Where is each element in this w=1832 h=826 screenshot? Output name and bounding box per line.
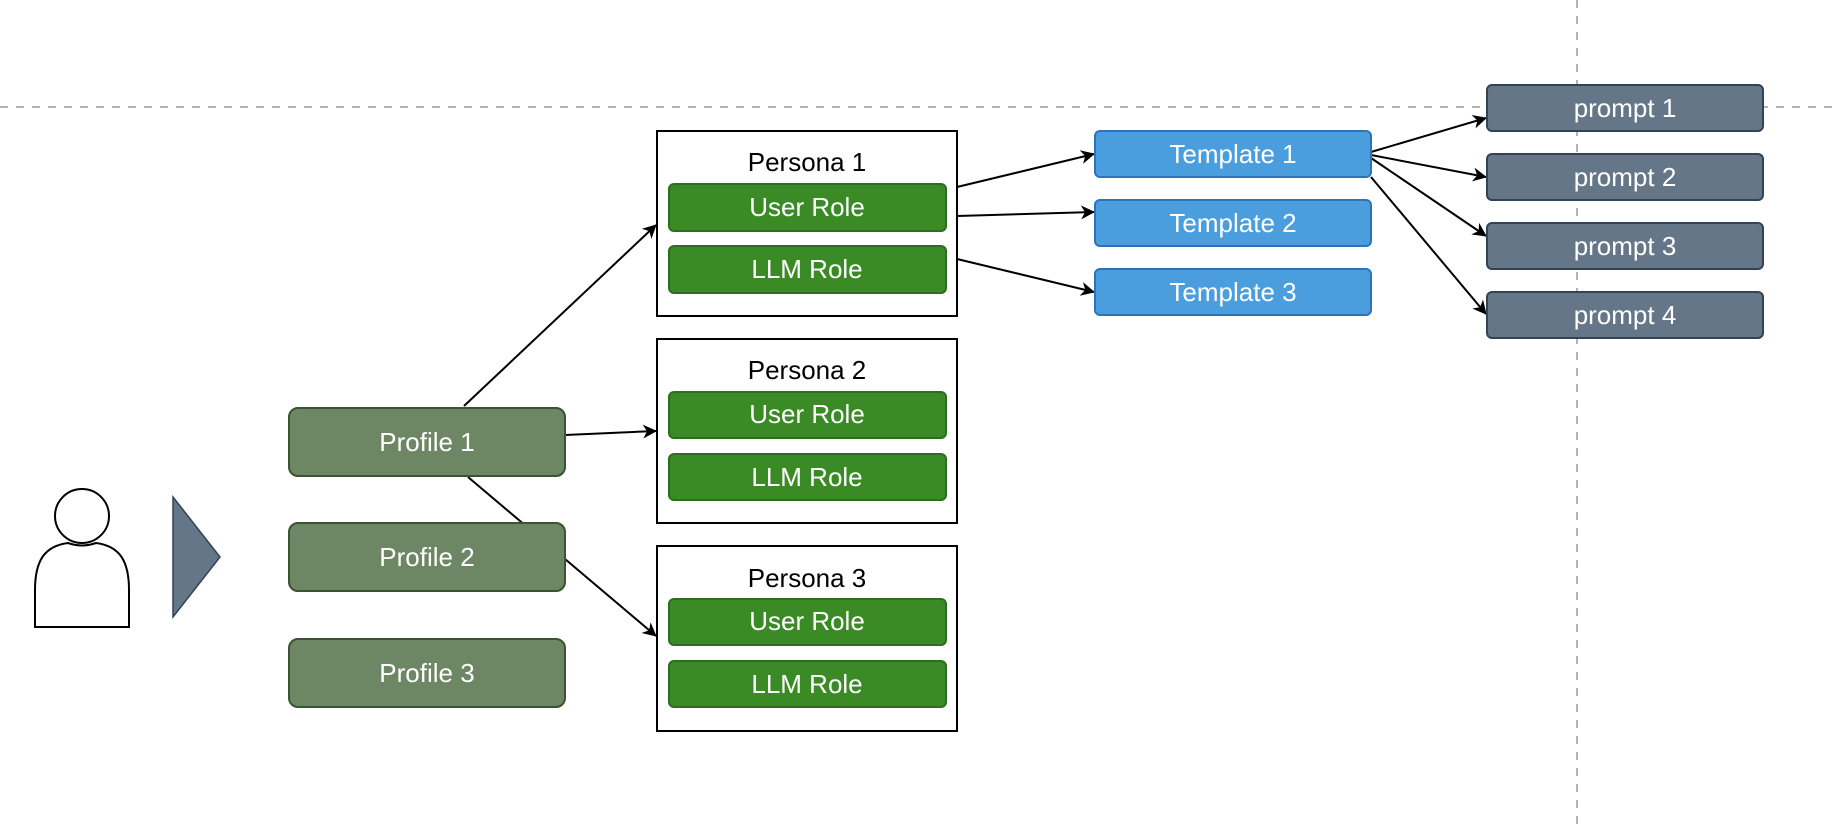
edge-template1-prompt4	[1370, 176, 1487, 315]
persona-3-llm-role-label: LLM Role	[751, 669, 862, 699]
persona-1-llm-role[interactable]: LLM Role	[668, 245, 947, 294]
template-1-label: Template 1	[1169, 139, 1296, 169]
prompt-3[interactable]: prompt 3	[1486, 222, 1764, 270]
template-3-label: Template 3	[1169, 277, 1296, 307]
prompt-1-label: prompt 1	[1574, 93, 1677, 123]
persona-2-title: Persona 2	[748, 355, 867, 385]
prompt-4-label: prompt 4	[1574, 300, 1677, 330]
persona-2[interactable]: Persona 2 User Role LLM Role	[656, 338, 958, 524]
template-1[interactable]: Template 1	[1094, 130, 1372, 178]
edge-template1-prompt2	[1370, 154, 1487, 182]
edge-template1-prompt1	[1370, 114, 1487, 153]
profile-2[interactable]: Profile 2	[288, 522, 566, 592]
template-2[interactable]: Template 2	[1094, 199, 1372, 247]
edges	[463, 114, 1487, 637]
persona-1-title: Persona 1	[748, 147, 867, 177]
persona-1-llm-role-label: LLM Role	[751, 254, 862, 284]
prompt-1[interactable]: prompt 1	[1486, 84, 1764, 132]
persona-3-user-role[interactable]: User Role	[668, 598, 947, 646]
persona-2-llm-role-label: LLM Role	[751, 462, 862, 492]
triangle-marker-icon	[172, 494, 221, 620]
edge-template1-prompt3	[1370, 157, 1487, 237]
prompt-2-label: prompt 2	[1574, 162, 1677, 192]
persona-3-title: Persona 3	[748, 563, 867, 593]
profile-3[interactable]: Profile 3	[288, 638, 566, 708]
persona-2-user-role[interactable]: User Role	[668, 391, 947, 439]
edge-profile1-persona1	[463, 224, 657, 407]
persona-3[interactable]: Persona 3 User Role LLM Role	[656, 545, 958, 732]
prompt-4[interactable]: prompt 4	[1486, 291, 1764, 339]
persona-2-llm-role[interactable]: LLM Role	[668, 453, 947, 501]
persona-3-user-role-label: User Role	[749, 606, 865, 636]
profile-3-label: Profile 3	[379, 658, 474, 688]
persona-2-user-role-label: User Role	[749, 399, 865, 429]
persona-1-user-role-label: User Role	[749, 192, 865, 222]
edge-persona1-template3	[956, 258, 1095, 296]
profile-2-label: Profile 2	[379, 542, 474, 572]
template-3[interactable]: Template 3	[1094, 268, 1372, 316]
template-2-label: Template 2	[1169, 208, 1296, 238]
edge-persona1-template2	[956, 205, 1095, 220]
persona-1[interactable]: Persona 1 User Role LLM Role	[656, 130, 958, 317]
profile-1-label: Profile 1	[379, 427, 474, 457]
persona-3-llm-role[interactable]: LLM Role	[668, 660, 947, 708]
user-icon	[34, 488, 130, 628]
prompt-3-label: prompt 3	[1574, 231, 1677, 261]
edge-persona1-template1	[956, 150, 1095, 188]
profile-1[interactable]: Profile 1	[288, 407, 566, 477]
prompt-2[interactable]: prompt 2	[1486, 153, 1764, 201]
persona-1-user-role[interactable]: User Role	[668, 183, 947, 232]
edge-profile1-persona2	[564, 424, 657, 439]
